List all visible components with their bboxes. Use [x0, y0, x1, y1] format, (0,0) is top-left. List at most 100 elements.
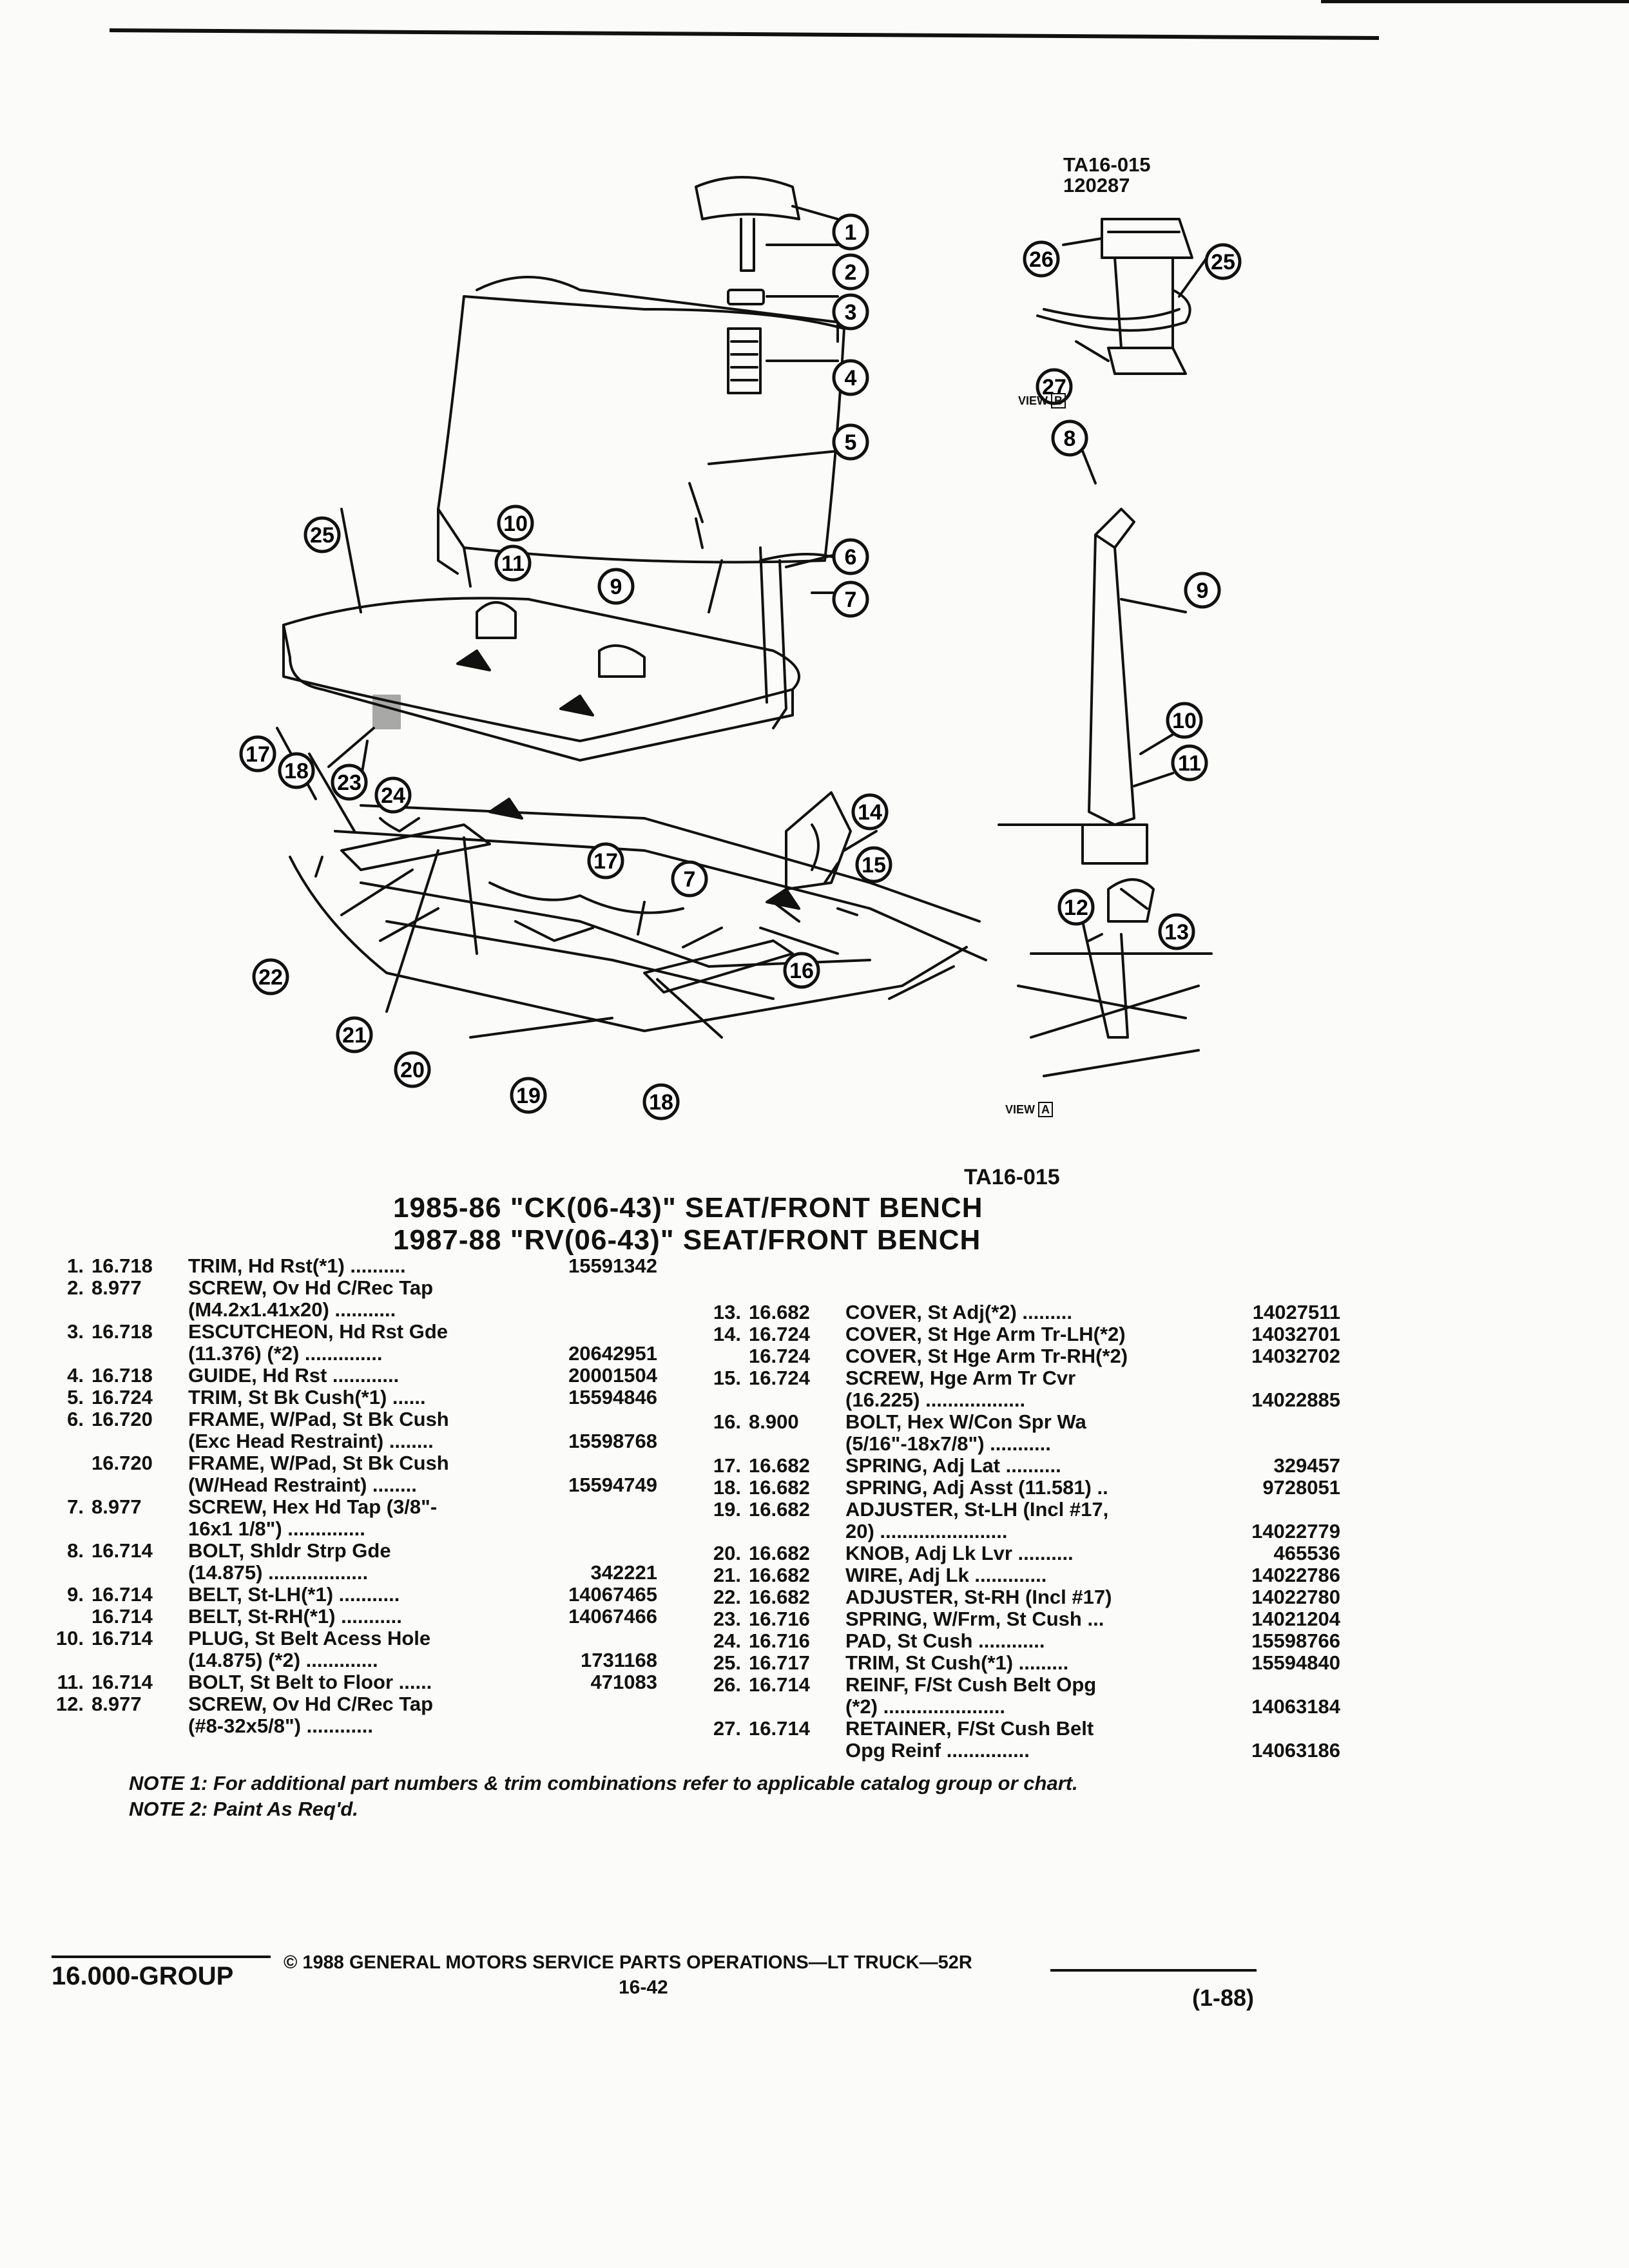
item-number: 9. — [67, 1583, 84, 1606]
part-number: 14032701 — [1251, 1323, 1340, 1345]
svg-text:2: 2 — [845, 260, 857, 285]
callout-16: 16 — [783, 952, 820, 989]
parts-list-right: 13. 16.682 COVER, St Adj(*2) ......... 1402… — [696, 1302, 1340, 1762]
group-number: 16.724 — [92, 1386, 153, 1408]
group-number: 16.714 — [92, 1583, 153, 1606]
diagram-code-bottom: TA16-015 — [964, 1165, 1060, 1189]
group-number: 16.716 — [749, 1629, 810, 1652]
item-number: 10. — [55, 1627, 84, 1649]
part-number: 14067466 — [568, 1605, 657, 1628]
group-number: 16.724 — [749, 1323, 810, 1345]
part-number: 14067465 — [568, 1583, 657, 1606]
callout-4: 4 — [832, 359, 869, 396]
group-number: 16.682 — [749, 1454, 810, 1477]
footer-rule-left — [52, 1956, 271, 1958]
part-number: 14032702 — [1251, 1345, 1340, 1367]
svg-text:19: 19 — [516, 1084, 541, 1108]
group-number: 16.682 — [749, 1498, 810, 1521]
callout-8: 8 — [1051, 419, 1088, 457]
part-description: (Exc Head Restraint) ........ — [188, 1430, 434, 1452]
callout-5: 5 — [832, 423, 869, 461]
group-number: 16.718 — [92, 1320, 153, 1343]
seat-cushion — [282, 597, 800, 742]
callout-14: 14 — [851, 793, 889, 831]
part-description: BOLT, St Belt to Floor ...... — [188, 1671, 432, 1693]
svg-text:8: 8 — [1064, 427, 1076, 451]
callout-17b: 17 — [587, 842, 624, 879]
group-number: 16.720 — [92, 1408, 153, 1430]
callout-10: 10 — [497, 505, 534, 542]
part-number: 14022885 — [1251, 1389, 1340, 1411]
callout-24: 24 — [374, 776, 412, 814]
part-description: PLUG, St Belt Acess Hole — [188, 1627, 431, 1649]
top-rule — [110, 28, 1380, 41]
callout-7b: 7 — [671, 860, 708, 898]
callout-15: 15 — [855, 846, 892, 883]
part-description: COVER, St Hge Arm Tr-LH(*2) — [845, 1323, 1126, 1345]
callout-11: 11 — [494, 544, 532, 582]
svg-text:3: 3 — [845, 300, 857, 325]
svg-text:4: 4 — [845, 366, 857, 390]
svg-text:14: 14 — [858, 800, 882, 825]
part-number: 471083 — [590, 1671, 657, 1693]
part-description: ADJUSTER, St-RH (Incl #17) — [845, 1586, 1112, 1608]
part-description: GUIDE, Hd Rst ............ — [188, 1364, 400, 1387]
svg-text:17: 17 — [246, 742, 270, 767]
group-number: 16.714 — [92, 1671, 153, 1693]
item-number: 13. — [713, 1301, 741, 1323]
group-number: 8.900 — [749, 1410, 799, 1433]
group-number: 8.977 — [92, 1693, 142, 1715]
svg-text:6: 6 — [845, 545, 857, 570]
svg-text:7: 7 — [684, 867, 696, 892]
callout-20: 20 — [394, 1051, 431, 1088]
part-description: 16x1 1/8") .............. — [188, 1517, 365, 1540]
part-description: RETAINER, F/St Cush Belt — [845, 1717, 1094, 1740]
parts-row: (14.875) (*2) .............1731168 — [39, 1649, 683, 1671]
part-number: 14022780 — [1251, 1586, 1340, 1608]
part-number: 14021204 — [1251, 1608, 1340, 1630]
item-number: 27. — [713, 1717, 741, 1740]
parts-row: 20) .......................14022779 — [696, 1521, 1340, 1542]
callout-9b: 9 — [1184, 572, 1221, 609]
part-number: 9728051 — [1262, 1476, 1340, 1499]
group-number: 16.714 — [749, 1717, 810, 1740]
part-number: 15598768 — [568, 1430, 657, 1452]
callout-23: 23 — [331, 764, 368, 801]
item-number: 4. — [67, 1364, 84, 1387]
svg-text:5: 5 — [845, 430, 857, 455]
footer-group: 16.000-GROUP — [52, 1962, 234, 1990]
view-a-label: VIEW A — [1005, 1102, 1054, 1117]
part-description: COVER, St Adj(*2) ......... — [845, 1301, 1072, 1323]
top-rule-right — [1321, 0, 1629, 3]
svg-text:21: 21 — [342, 1023, 367, 1048]
diagram-code-top: TA16-015 — [1063, 153, 1151, 176]
part-description: SCREW, Hex Hd Tap (3/8"- — [188, 1495, 438, 1518]
parts-row: (14.875) ..................342221 — [39, 1562, 683, 1584]
group-number: 16.714 — [749, 1673, 810, 1696]
part-number: 14022786 — [1251, 1564, 1340, 1586]
item-number: 19. — [713, 1498, 741, 1521]
part-description: Opg Reinf ............... — [845, 1739, 1030, 1762]
parts-row: 27. 16.714 RETAINER, F/St Cush Belt — [696, 1718, 1340, 1740]
part-number: 15594846 — [568, 1386, 657, 1408]
svg-text:22: 22 — [258, 965, 283, 990]
part-description: (#8-32x5/8") ............ — [188, 1715, 373, 1737]
svg-text:11: 11 — [501, 552, 525, 576]
view-b-label: VIEW B — [1018, 393, 1066, 408]
part-number: 329457 — [1273, 1454, 1340, 1477]
item-number: 15. — [713, 1367, 741, 1389]
svg-text:15: 15 — [862, 853, 886, 878]
callout-25b: 25 — [1204, 243, 1242, 280]
group-number: 16.718 — [92, 1364, 153, 1387]
